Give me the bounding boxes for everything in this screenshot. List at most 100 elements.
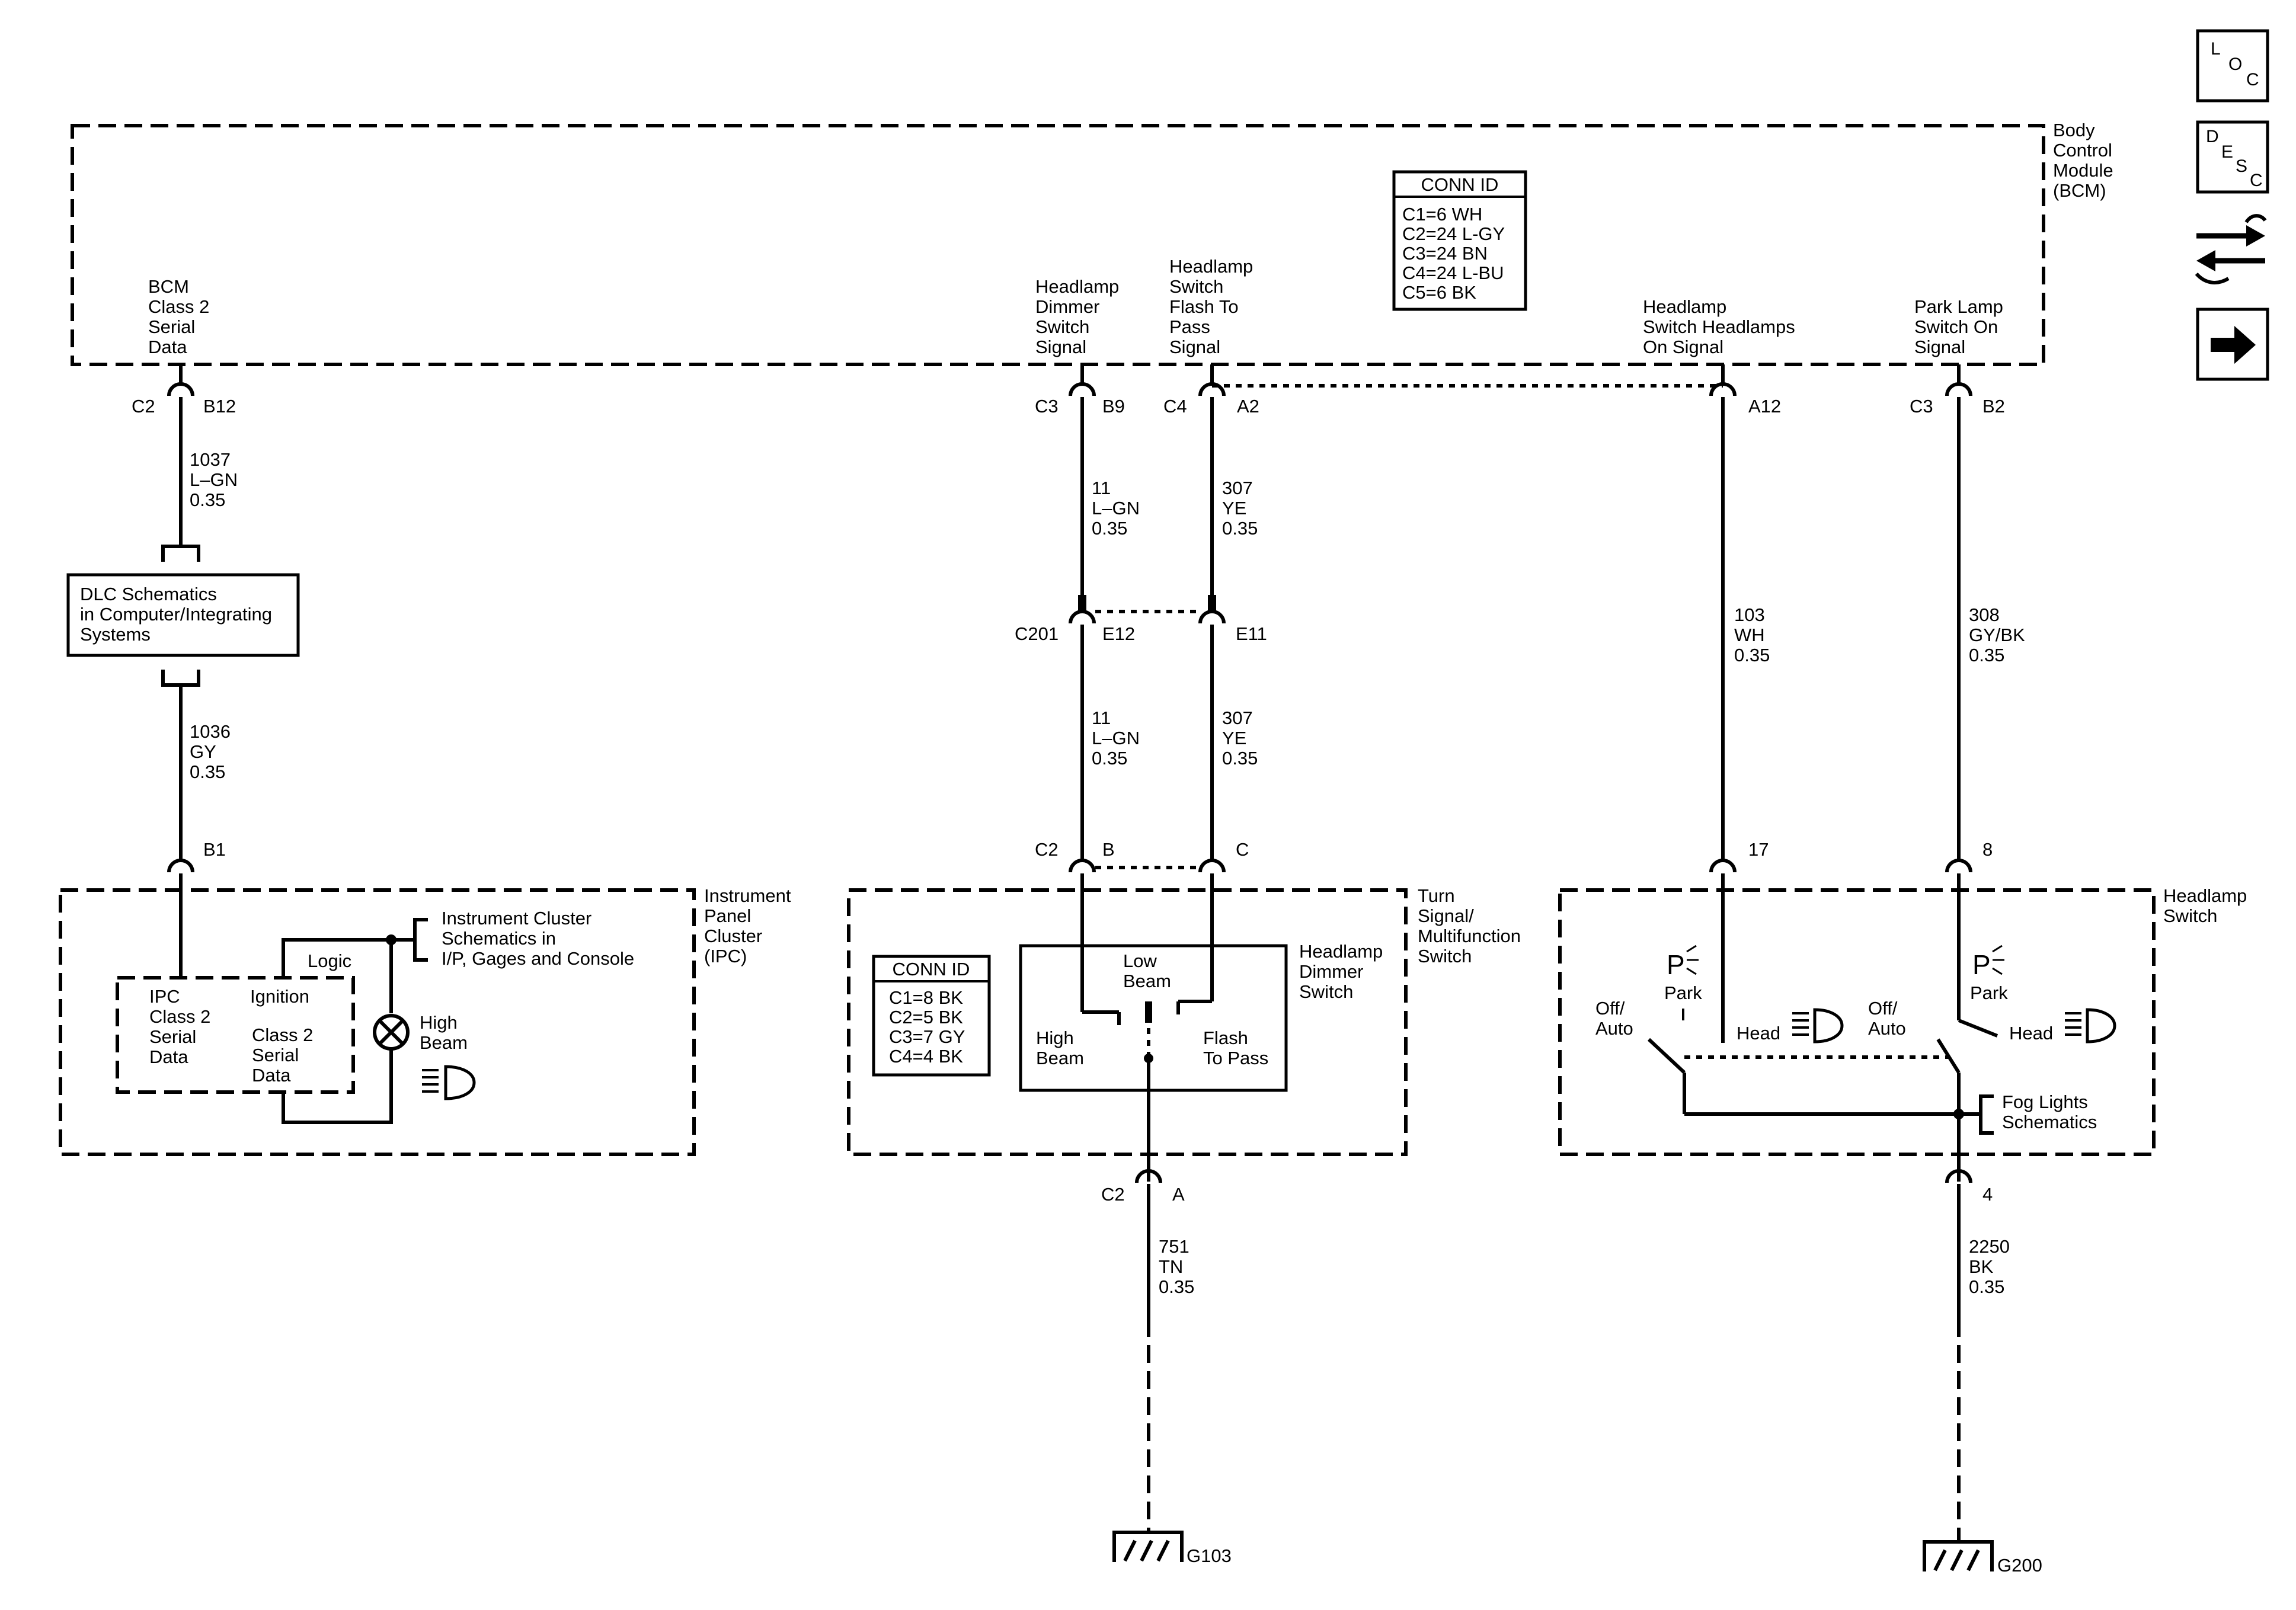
wire-1037-label: 1037 L–GN 0.35 xyxy=(190,449,238,510)
loc-icon: L O C xyxy=(2211,39,2259,89)
svg-text:Signal: Signal xyxy=(1914,337,1965,357)
headlamp-switch-terminal-17: 17 xyxy=(1709,839,1769,873)
svg-text:C2: C2 xyxy=(1035,839,1059,860)
svg-text:Park Lamp: Park Lamp xyxy=(1914,296,2003,317)
svg-text:0.35: 0.35 xyxy=(1222,748,1258,769)
svg-text:GY: GY xyxy=(190,741,216,762)
svg-text:Serial: Serial xyxy=(252,1045,299,1065)
dimmer-switch-label: Headlamp Dimmer Switch xyxy=(1299,941,1383,1002)
svg-text:BCM: BCM xyxy=(148,276,189,297)
svg-text:IPC: IPC xyxy=(149,986,180,1007)
bcm-dimmer-signal-label: Headlamp Dimmer Switch Signal xyxy=(1035,276,1119,357)
svg-text:0.35: 0.35 xyxy=(190,761,225,782)
svg-text:11: 11 xyxy=(1092,708,1111,728)
svg-text:2250: 2250 xyxy=(1969,1236,2010,1257)
svg-text:Beam: Beam xyxy=(420,1032,468,1053)
svg-text:B: B xyxy=(1102,839,1115,860)
svg-text:C2: C2 xyxy=(1101,1184,1125,1205)
svg-text:Serial: Serial xyxy=(148,316,195,337)
bcm-terminal-b9: C3 B9 xyxy=(1035,382,1125,417)
instrument-cluster-ref-label: Instrument Cluster Schematics in I/P, Ga… xyxy=(442,908,634,969)
svg-text:Switch: Switch xyxy=(1169,276,1223,297)
svg-text:0.35: 0.35 xyxy=(1092,748,1127,769)
svg-text:C4=4 BK: C4=4 BK xyxy=(889,1046,963,1067)
svg-text:Switch On: Switch On xyxy=(1914,316,1998,337)
bcm-module-label: Body Control Module (BCM) xyxy=(2053,120,2113,201)
svg-text:Schematics: Schematics xyxy=(2002,1112,2097,1132)
svg-text:C2=24 L-GY: C2=24 L-GY xyxy=(1402,223,1505,244)
headlamp-symbol-left-icon xyxy=(1792,1008,1844,1044)
fog-lights-ref-label: Fog Lights Schematics xyxy=(2002,1092,2097,1132)
svg-text:BK: BK xyxy=(1969,1256,1994,1277)
c201-connector: C201 E12 E11 xyxy=(1015,595,1267,644)
bcm-terminal-a12: A12 xyxy=(1709,382,1781,417)
svg-text:Headlamp: Headlamp xyxy=(1643,296,1726,317)
svg-text:17: 17 xyxy=(1748,839,1769,860)
off-auto-label-right: Off/ Auto xyxy=(1868,998,1906,1039)
svg-text:1036: 1036 xyxy=(190,721,231,742)
swap-arrows-button[interactable] xyxy=(2195,214,2267,284)
desc-button[interactable]: D E S C xyxy=(2196,120,2269,194)
ground-g103-label: G103 xyxy=(1187,1545,1232,1566)
svg-text:0.35: 0.35 xyxy=(1969,1276,2004,1297)
ipc-ignition-label: Ignition xyxy=(250,986,309,1007)
dimmer-low-beam-label: Low Beam xyxy=(1123,950,1171,991)
svg-text:11: 11 xyxy=(1092,478,1111,498)
svg-text:Pass: Pass xyxy=(1169,316,1210,337)
svg-text:C3: C3 xyxy=(1910,396,1933,417)
high-beam-symbol-icon xyxy=(422,1065,476,1100)
ground-g200-label: G200 xyxy=(1997,1555,2042,1576)
svg-text:L: L xyxy=(2211,39,2221,59)
head-label-left: Head xyxy=(1737,1023,1780,1044)
svg-text:(IPC): (IPC) xyxy=(704,946,747,966)
dimmer-switch-box xyxy=(1019,944,1288,1092)
svg-text:Schematics in: Schematics in xyxy=(442,928,556,949)
wire-751-label: 751 TN 0.35 xyxy=(1159,1236,1194,1297)
wire-2250-label: 2250 BK 0.35 xyxy=(1969,1236,2010,1297)
bcm-terminal-a2: C4 A2 xyxy=(1163,382,1259,417)
svg-text:Class 2: Class 2 xyxy=(252,1025,313,1045)
svg-text:C: C xyxy=(2250,171,2263,190)
svg-text:High: High xyxy=(1036,1028,1074,1048)
svg-text:CONN ID: CONN ID xyxy=(893,959,970,980)
svg-text:Headlamp: Headlamp xyxy=(2163,885,2247,906)
loc-button[interactable]: L O C xyxy=(2196,29,2269,103)
ground-g200-icon xyxy=(1923,1540,1994,1571)
off-auto-label-left: Off/ Auto xyxy=(1595,998,1633,1039)
ipc-high-beam-label: High Beam xyxy=(420,1012,468,1053)
svg-text:C3=24 BN: C3=24 BN xyxy=(1402,243,1488,264)
svg-text:Instrument Cluster: Instrument Cluster xyxy=(442,908,591,929)
svg-text:C: C xyxy=(1236,839,1249,860)
svg-text:Class 2: Class 2 xyxy=(148,296,209,317)
svg-text:Flash To: Flash To xyxy=(1169,296,1239,317)
swap-arrows-icon xyxy=(2195,214,2267,284)
svg-text:DLC Schematics: DLC Schematics xyxy=(80,584,217,604)
tsm-terminal-a: C2 A xyxy=(1101,1169,1185,1205)
park-label-left: Park xyxy=(1664,982,1702,1003)
tsm-conn-id-table: CONN ID C1=8 BK C2=5 BK C3=7 GY C4=4 BK xyxy=(872,955,991,1077)
svg-text:Switch: Switch xyxy=(1035,316,1089,337)
svg-text:C3=7 GY: C3=7 GY xyxy=(889,1026,965,1047)
svg-text:Switch: Switch xyxy=(1299,981,1353,1002)
next-page-button[interactable] xyxy=(2196,308,2269,381)
ipc-terminal-b1: B1 xyxy=(167,839,226,873)
svg-text:Module: Module xyxy=(2053,160,2113,181)
wire-103-label: 103 WH 0.35 xyxy=(1734,604,1770,665)
svg-text:E: E xyxy=(2221,142,2233,162)
svg-text:GY/BK: GY/BK xyxy=(1969,625,2025,645)
svg-text:E12: E12 xyxy=(1102,623,1135,644)
park-contact-right xyxy=(1958,1019,1998,1038)
turn-signal-switch-label: Turn Signal/ Multifunction Switch xyxy=(1418,885,1521,966)
svg-text:Headlamp: Headlamp xyxy=(1035,276,1119,297)
svg-text:8: 8 xyxy=(1982,839,1993,860)
svg-text:Auto: Auto xyxy=(1868,1018,1906,1039)
svg-text:Beam: Beam xyxy=(1123,971,1171,991)
svg-text:Off/: Off/ xyxy=(1595,998,1625,1019)
svg-text:C4: C4 xyxy=(1163,396,1187,417)
next-arrow-icon xyxy=(2211,326,2256,364)
svg-text:C2=5 BK: C2=5 BK xyxy=(889,1007,963,1028)
svg-text:TN: TN xyxy=(1159,1256,1183,1277)
svg-text:103: 103 xyxy=(1734,604,1765,625)
svg-text:0.35: 0.35 xyxy=(1159,1276,1194,1297)
